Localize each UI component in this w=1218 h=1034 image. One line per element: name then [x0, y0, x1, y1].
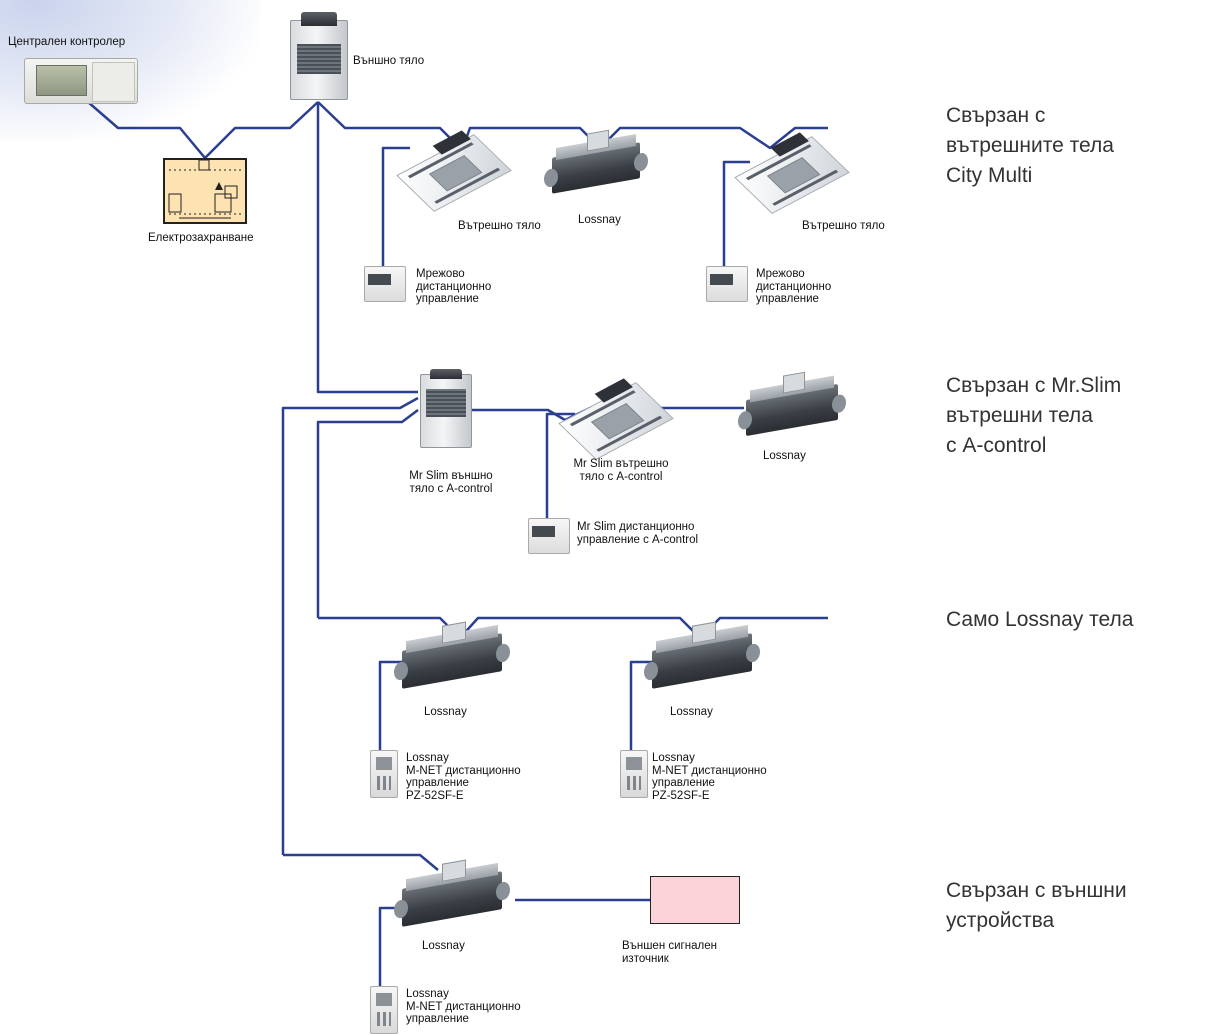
external-signal-label: Външен сигнален източник — [622, 940, 717, 965]
mrslim-remote-label: Mr Slim дистанционно управление с A-cont… — [577, 521, 699, 546]
power-supply-icon — [163, 158, 247, 224]
wire-lossnay-only-trunk — [316, 409, 419, 618]
section-lossnay-only: Само Lossnay тела — [946, 608, 1134, 631]
lossnay-top-label: Lossnay — [578, 214, 621, 226]
mrslim-outdoor-icon — [420, 369, 472, 448]
lossnay-ext-label: Lossnay — [422, 940, 465, 952]
lossnay-remote-3-label: Lossnay M-NET дистанционно управление — [406, 988, 521, 1025]
indoor-unit-1-label: Вътрешно тяло — [458, 220, 541, 232]
external-signal-box — [650, 876, 740, 924]
wire-main-trunk — [316, 102, 418, 394]
wire-controller-psu — [87, 101, 206, 159]
wire-city-multi-bus — [317, 101, 828, 152]
central-controller-label: Централен контролер — [8, 36, 126, 48]
lossnay-remote-2-label: Lossnay M-NET дистанционно управление PZ… — [652, 752, 767, 802]
mrslim-remote-icon — [528, 518, 570, 554]
network-remote-1-label: Мрежово дистанционно управление — [416, 268, 492, 305]
section-external: Свързан с външни устройства — [946, 879, 1127, 932]
wire-psu-outdoor — [204, 101, 319, 159]
lossnay-only-2-label: Lossnay — [670, 706, 713, 718]
mrslim-outdoor-label: Mr Slim външно тяло с A-control — [409, 470, 493, 495]
lossnay-remote-2-icon — [620, 750, 648, 798]
lossnay-remote-1-icon — [370, 750, 398, 798]
mrslim-indoor-label: Mr Slim вътрешно тяло с A-control — [573, 458, 669, 483]
lossnay-remote-1-label: Lossnay M-NET дистанционно управление PZ… — [406, 752, 521, 802]
lossnay-remote-3-icon — [370, 986, 398, 1034]
outdoor-unit-icon — [290, 12, 348, 100]
network-remote-2-icon — [706, 266, 748, 302]
wire-mrslim-remote — [545, 412, 575, 520]
wire-lossnay-only-bus — [318, 616, 828, 640]
wire-external-bus — [283, 853, 439, 871]
section-mr-slim: Свързан с Mr.Slim вътрешни тела с A-cont… — [946, 374, 1122, 457]
outdoor-unit-label: Външно тяло — [353, 55, 425, 67]
lossnay-mrslim-label: Lossnay — [763, 450, 806, 462]
network-remote-1-icon — [364, 266, 406, 302]
section-city-multi: Свързан с вътрешните тела City Multi — [946, 104, 1114, 187]
network-remote-2-label: Мрежово дистанционно управление — [756, 268, 832, 305]
wire-remote-2 — [722, 160, 750, 272]
power-supply-label: Електрозахранване — [148, 232, 254, 244]
wire-left-loop — [281, 396, 419, 855]
central-controller-icon — [24, 58, 138, 104]
wire-remote-1 — [381, 146, 410, 272]
lossnay-only-1-label: Lossnay — [424, 706, 467, 718]
indoor-unit-2-label: Вътрешно тяло — [802, 220, 885, 232]
